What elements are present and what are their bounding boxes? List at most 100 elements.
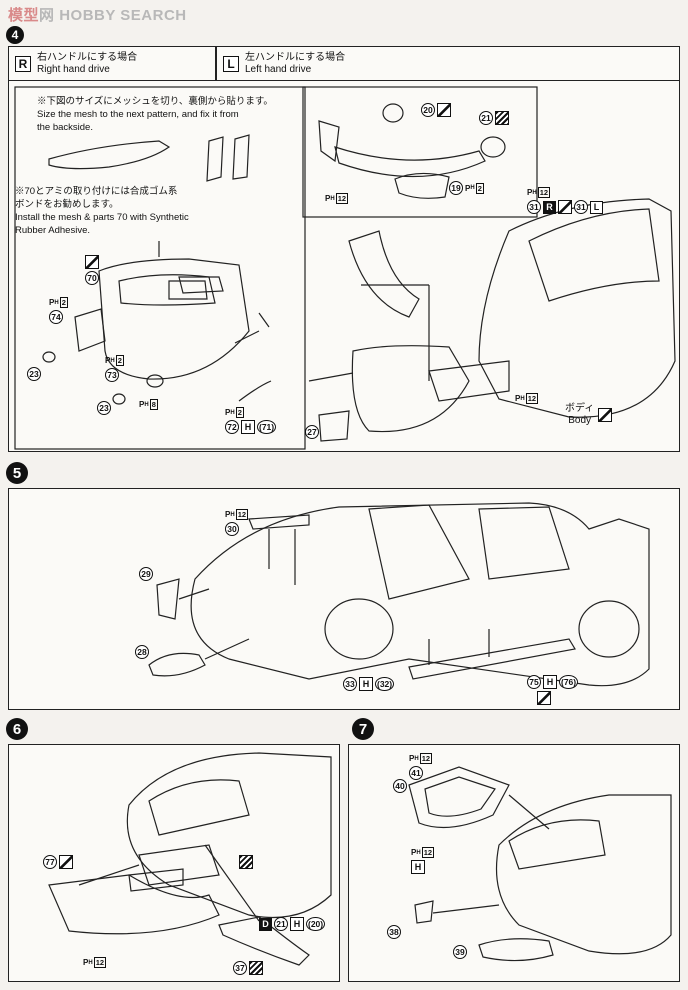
part-number-38: 38 — [387, 925, 401, 939]
rear-hatch-area — [138, 844, 220, 886]
mesh-note-en2: the backside. — [37, 122, 93, 133]
ph-h-19: H — [470, 185, 475, 191]
step4-left-box — [14, 86, 306, 450]
r-symbol: R — [15, 56, 31, 72]
part-number-70: 70 — [85, 271, 99, 285]
step-6-badge: 6 — [6, 718, 28, 740]
adhesive-note-jp2: ボンドをお勧めします。 — [15, 199, 119, 210]
watermark-part1: 模型 — [8, 7, 40, 24]
callout-37: 37 — [233, 961, 263, 975]
ph-p-72: P — [225, 408, 231, 417]
callout-39: 39 — [453, 945, 467, 959]
ph-size-12-6: 12 — [93, 957, 107, 968]
car-rear-quarter — [496, 794, 672, 955]
ph-size-2-72: 2 — [235, 407, 244, 418]
ph-p-12i: P — [325, 194, 331, 203]
rear-glass-40-41 — [408, 766, 510, 829]
paint-icon-6 — [239, 855, 253, 869]
part-number-23b: 23 — [97, 401, 111, 415]
part-number-21-6: 21 — [274, 917, 288, 931]
ph-h: H — [54, 299, 59, 306]
grille-left — [118, 274, 216, 306]
headlight-19 — [394, 172, 450, 199]
h-symbol-75: H — [543, 675, 557, 689]
body-label-en: Body — [568, 415, 592, 426]
part-number-29: 29 — [139, 567, 153, 581]
part-number-71: (71) — [257, 420, 277, 434]
step-7-drawing — [408, 766, 672, 962]
part-number-31b: 31 — [574, 200, 588, 214]
callout-27: 27 — [305, 425, 319, 439]
rear-lamp-20-21 — [218, 916, 310, 966]
callout-21: 21 — [479, 111, 509, 125]
r-badge-31: R — [543, 200, 556, 214]
ph-p-12b: P — [515, 394, 521, 403]
front-bumper-right — [351, 345, 470, 433]
mesh-note-jp: ※下図のサイズにメッシュを切り、裏側から貼ります。 — [37, 96, 273, 107]
intake-cover — [178, 276, 224, 294]
watermark-part2: 网 — [39, 7, 55, 24]
part-number-77: 77 — [43, 855, 57, 869]
ph-size-12-30: 12 — [235, 509, 249, 520]
part-number-19: 19 — [449, 181, 463, 195]
h-symbol-33: H — [359, 677, 373, 691]
part-number-74: 74 — [49, 310, 63, 324]
ph-h-30: H — [230, 511, 235, 518]
intake-mesh-right — [428, 360, 510, 402]
ph-h-31: H — [532, 189, 537, 196]
adhesive-note-en1: Install the mesh & parts 70 with Synthet… — [15, 212, 189, 223]
part-number-72: 72 — [225, 420, 239, 434]
step-5-drawing — [148, 502, 650, 687]
paint-icon-21 — [495, 111, 509, 125]
rear-glass-inner — [424, 776, 496, 817]
mesh-pattern-main — [48, 140, 171, 170]
part-number-37: 37 — [233, 961, 247, 975]
ph-h-73: H — [110, 357, 115, 364]
rhd-jp: 右ハンドルにする場合 — [37, 52, 138, 63]
paint-icon-37 — [249, 961, 263, 975]
step4-inset-box — [302, 86, 538, 218]
ph-h-7: H — [416, 849, 421, 856]
mesh-note: ※下図のサイズにメッシュを切り、裏側から貼ります。 Size the mesh … — [37, 95, 273, 134]
callout-23-b: 23 — [97, 401, 111, 415]
ph-size-2-19: 2 — [475, 182, 484, 194]
part-23-a — [42, 351, 56, 363]
watermark-logo: 模型网 HOBBY SEARCH — [8, 4, 187, 25]
part-number-23a: 23 — [27, 367, 41, 381]
car-side-body — [190, 502, 650, 687]
lhd-jp: 左ハンドルにする場合 — [245, 52, 346, 63]
ph-p-8: P — [139, 400, 145, 409]
part-23-b — [112, 393, 126, 405]
ph-p-41: P — [409, 754, 415, 763]
left-hand-drive-legend: L 左ハンドルにする場合 Left hand drive — [223, 49, 345, 79]
ph-size-12-inset: 12 — [335, 193, 349, 204]
ph-p-73: P — [105, 356, 111, 365]
glue-icon-75 — [537, 691, 551, 705]
part-number-20: 20 — [421, 103, 435, 117]
ph-h-41: H — [414, 755, 419, 762]
ph-p-7: P — [411, 848, 417, 857]
lhd-en: Left hand drive — [245, 64, 312, 75]
rhd-en: Right hand drive — [37, 64, 110, 75]
step-4-badge: 4 — [6, 26, 24, 44]
ph-h-8: H — [144, 401, 149, 408]
glue-icon — [85, 255, 99, 269]
part-number-32: (32) — [375, 677, 395, 691]
callout-33: 33 H (32) — [343, 677, 395, 691]
callout-28: 28 — [135, 645, 149, 659]
